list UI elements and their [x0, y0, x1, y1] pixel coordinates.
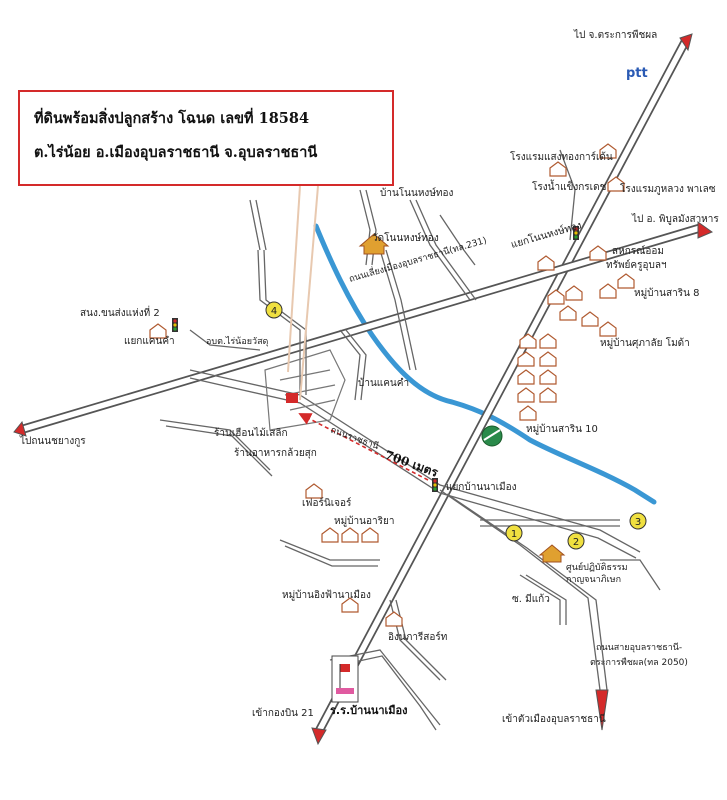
label-training-center-2: กาญจนาภิเษก	[566, 574, 621, 585]
label-sahakorn-2: ทรัพย์ครูอุบลฯ	[606, 259, 667, 271]
label-ban-kariya: หมู่บ้านอาริยา	[334, 515, 394, 527]
label-ing-nari: อิงนภารีสอร์ท	[388, 631, 447, 643]
label-to-trakan: ไป จ.ตระการพืชผล	[573, 29, 657, 41]
arrow-west-icon	[13, 420, 27, 437]
subject-plot	[286, 393, 298, 403]
label-shop-wood: ร้านเฮือนไม้เสลิก	[214, 427, 288, 439]
temple-icon	[358, 233, 390, 255]
label-ban-ing-fa: หมู่บ้านอิงฟ้านาเมือง	[282, 589, 371, 601]
route-arrow	[298, 413, 429, 481]
arrow-south-icon	[595, 689, 609, 731]
arrow-east-icon	[697, 221, 714, 239]
label-yaek-ban-na-mueang: แยกบ้านนาเมือง	[446, 481, 517, 493]
label-rongnam-khaeng: โรงน้ำแข็งกรเดช	[532, 179, 607, 193]
title-line-1: ที่ดินพร้อมสิ่งปลูกสร้าง โฉนด เลขที่ 185…	[34, 110, 310, 127]
label-soi-mi-kaeo: ซ. มีแก้ว	[512, 593, 550, 605]
label-wat-non-hong-thong: วัดโนนหงษ์ทอง	[372, 231, 439, 244]
label-to-phibun: ไป อ. พิบูลมังสาหาร	[631, 213, 719, 225]
marker-4: 4	[265, 301, 283, 319]
label-ban-non-hong-thong: บ้านโนนหงษ์ทอง	[380, 186, 454, 199]
main-highway	[314, 37, 690, 736]
label-hw-2050-b: ตระการพืชผล(ทล 2050)	[590, 657, 688, 668]
label-rongraem-phunuang: โรงแรมภูหลวง พาเลซ	[620, 182, 716, 195]
marker-3: 3	[629, 512, 647, 530]
label-police-2: สนง.ขนส่งแห่งที่ 2	[80, 305, 160, 319]
label-shop-food: ร้านอาหารกล้วยสุก	[234, 447, 317, 459]
marker-1: 1	[505, 524, 523, 542]
pointer-line	[287, 185, 301, 373]
label-hw-2050: ถนนสายอุบลราชธานี-	[596, 642, 682, 653]
label-ban-khaen-kham: บ้านแคนคำ	[358, 377, 409, 389]
label-training-center: ศูนย์ปฏิบัติธรรม	[566, 561, 628, 573]
marker-2: 2	[567, 532, 585, 550]
label-to-kong-bin: เข้ากองบิน 21	[252, 707, 314, 719]
school-icon	[331, 655, 359, 703]
arrow-northeast-icon	[679, 33, 693, 52]
river	[313, 223, 657, 505]
temple-icon-2	[538, 544, 566, 563]
label-road-name: ถนนราชธานี	[329, 424, 380, 452]
label-to-city: เข้าตัวเมืองอุบลราชธานี	[502, 713, 606, 725]
arrow-southwest-icon	[311, 727, 327, 746]
label-ban-sarin-8: หมู่บ้านสาริน 8	[634, 287, 699, 299]
label-ban-sarin-10: หมู่บ้านสาริน 10	[526, 423, 598, 435]
traffic-light-icon	[172, 226, 579, 492]
svg-text:2: 2	[573, 537, 579, 548]
label-furniture: เฟอร์นิเจอร์	[302, 497, 352, 509]
house-icons	[149, 143, 635, 627]
local-roads	[159, 149, 661, 731]
svg-text:1: 1	[511, 529, 517, 540]
label-school: ร.ร.บ้านนาเมือง	[330, 704, 408, 717]
title-box: ที่ดินพร้อมสิ่งปลูกสร้าง โฉนด เลขที่ 185…	[18, 90, 394, 186]
label-to-khueang: ไปถนนชยางกูร	[19, 435, 86, 447]
label-yaek-khaen-kham: แยกแคนคำ	[124, 336, 175, 347]
bypass-road	[18, 223, 702, 435]
svg-text:4: 4	[271, 306, 277, 317]
label-local-office: อบต.ไร่น้อยวัสดุ	[206, 336, 269, 347]
label-sahakorn: สหกรณ์ออม	[612, 245, 664, 257]
title-line-2: ต.ไร่น้อย อ.เมืองอุบลราชธานี จ.อุบลราชธา…	[34, 144, 318, 161]
label-rongraem-saengthong: โรงแรมแสงทองการ์เด้น	[510, 150, 613, 163]
ptt-logo: ptt	[626, 66, 648, 81]
pointer-line-2	[299, 185, 319, 401]
svg-text:3: 3	[635, 517, 641, 528]
label-ban-saksith: หมู่บ้านศุภาลัย โมด้า	[600, 336, 690, 349]
